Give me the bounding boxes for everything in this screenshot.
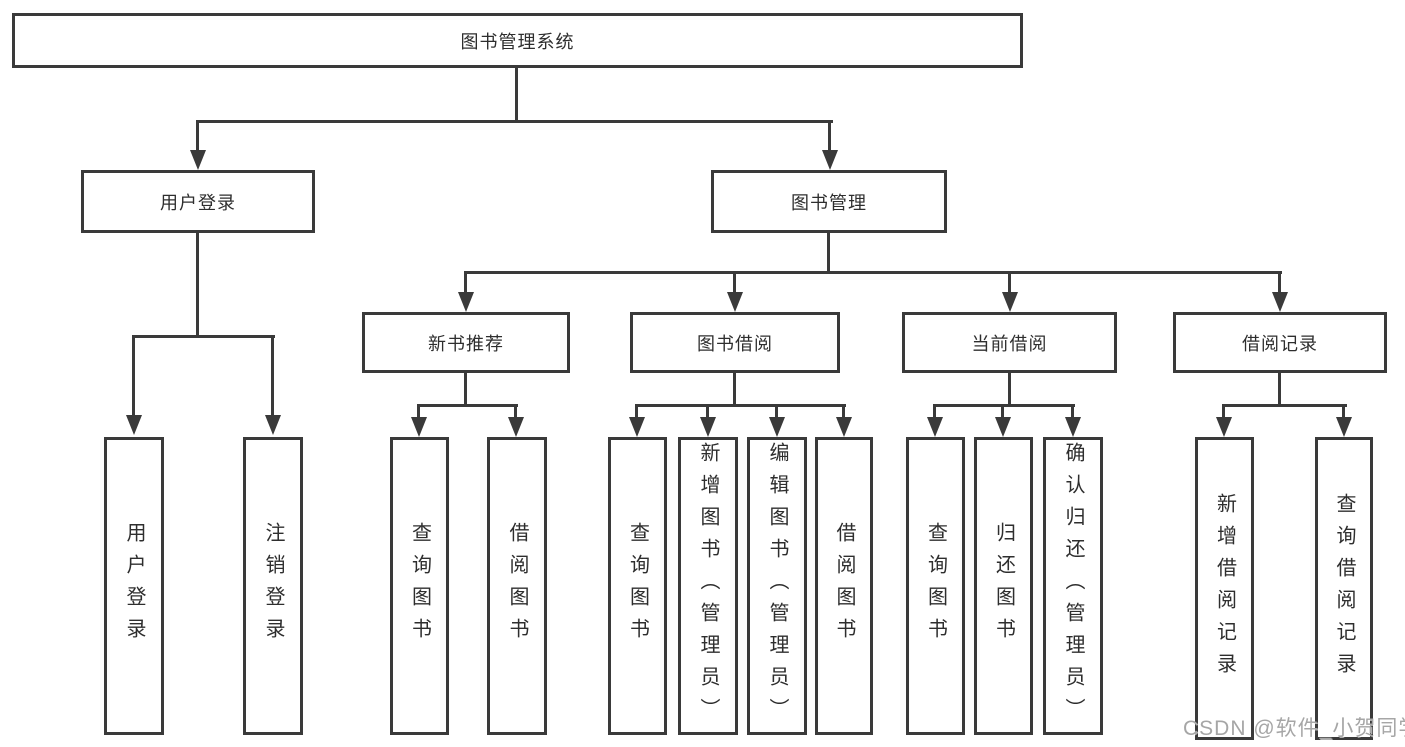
- arrow-down-icon: [411, 417, 427, 437]
- arrow-down-icon: [190, 150, 206, 170]
- leaf-query-borrow-record: 查询借阅记录: [1315, 437, 1373, 740]
- arrow-down-icon: [1336, 417, 1352, 437]
- arrow-down-icon: [700, 417, 716, 437]
- connector-drop: [1278, 271, 1281, 294]
- connector-drop: [1071, 404, 1074, 419]
- connector-stem: [733, 373, 736, 406]
- connector-hbar-user-login: [132, 335, 275, 338]
- connector-stem: [1278, 373, 1281, 406]
- node-current-borrow: 当前借阅: [902, 312, 1117, 373]
- leaf-borrow-book-recommend: 借阅图书: [487, 437, 547, 735]
- connector-hbar-book-mgmt: [464, 271, 1282, 274]
- connector-hbar: [417, 404, 518, 407]
- connector-stem-root: [515, 68, 518, 122]
- node-borrow-record: 借阅记录: [1173, 312, 1387, 373]
- leaf-logout: 注销登录: [243, 437, 303, 735]
- connector-drop-user-login: [196, 120, 199, 154]
- csdn-watermark: CSDN @软件_小贺同学: [1183, 717, 1405, 740]
- node-root-library-system: 图书管理系统: [12, 13, 1023, 68]
- arrow-down-icon: [265, 415, 281, 435]
- connector-drop: [775, 404, 778, 419]
- connector-drop: [271, 335, 274, 417]
- leaf-user-login: 用户登录: [104, 437, 164, 735]
- connector-hbar: [635, 404, 846, 407]
- leaf-query-book: 查询图书: [608, 437, 667, 735]
- connector-drop: [1008, 271, 1011, 294]
- arrow-down-icon: [126, 415, 142, 435]
- node-new-book-recommend: 新书推荐: [362, 312, 570, 373]
- connector-hbar: [1222, 404, 1347, 407]
- leaf-confirm-return-admin: 确认归还（管理员）: [1043, 437, 1103, 735]
- arrow-down-icon: [1272, 292, 1288, 312]
- node-user-login: 用户登录: [81, 170, 315, 233]
- connector-drop: [514, 404, 517, 419]
- arrow-down-icon: [927, 417, 943, 437]
- connector-drop: [1001, 404, 1004, 419]
- arrow-down-icon: [1002, 292, 1018, 312]
- connector-stem-user-login: [196, 233, 199, 337]
- arrow-down-icon: [1065, 417, 1081, 437]
- node-book-management: 图书管理: [711, 170, 947, 233]
- connector-hbar-root: [196, 120, 833, 123]
- arrow-down-icon: [836, 417, 852, 437]
- connector-stem-book-mgmt: [827, 233, 830, 273]
- arrow-down-icon: [458, 292, 474, 312]
- connector-drop: [132, 335, 135, 417]
- connector-stem: [464, 373, 467, 406]
- connector-drop: [1342, 404, 1345, 419]
- connector-drop: [635, 404, 638, 419]
- leaf-add-borrow-record: 新增借阅记录: [1195, 437, 1254, 740]
- connector-drop: [417, 404, 420, 419]
- connector-drop: [1222, 404, 1225, 419]
- arrow-down-icon: [822, 150, 838, 170]
- connector-drop: [842, 404, 845, 419]
- leaf-return-book: 归还图书: [974, 437, 1033, 735]
- arrow-down-icon: [727, 292, 743, 312]
- leaf-borrow-book: 借阅图书: [815, 437, 873, 735]
- leaf-query-book-recommend: 查询图书: [390, 437, 449, 735]
- connector-drop: [733, 271, 736, 294]
- arrow-down-icon: [995, 417, 1011, 437]
- connector-drop: [933, 404, 936, 419]
- leaf-add-book-admin: 新增图书（管理员）: [678, 437, 738, 735]
- leaf-query-current: 查询图书: [906, 437, 965, 735]
- node-book-borrow: 图书借阅: [630, 312, 840, 373]
- arrow-down-icon: [769, 417, 785, 437]
- leaf-edit-book-admin: 编辑图书（管理员）: [747, 437, 807, 735]
- connector-drop: [706, 404, 709, 419]
- connector-drop-book-mgmt: [828, 120, 831, 154]
- arrow-down-icon: [629, 417, 645, 437]
- connector-hbar: [933, 404, 1075, 407]
- arrow-down-icon: [1216, 417, 1232, 437]
- arrow-down-icon: [508, 417, 524, 437]
- connector-drop: [464, 271, 467, 294]
- connector-stem: [1008, 373, 1011, 406]
